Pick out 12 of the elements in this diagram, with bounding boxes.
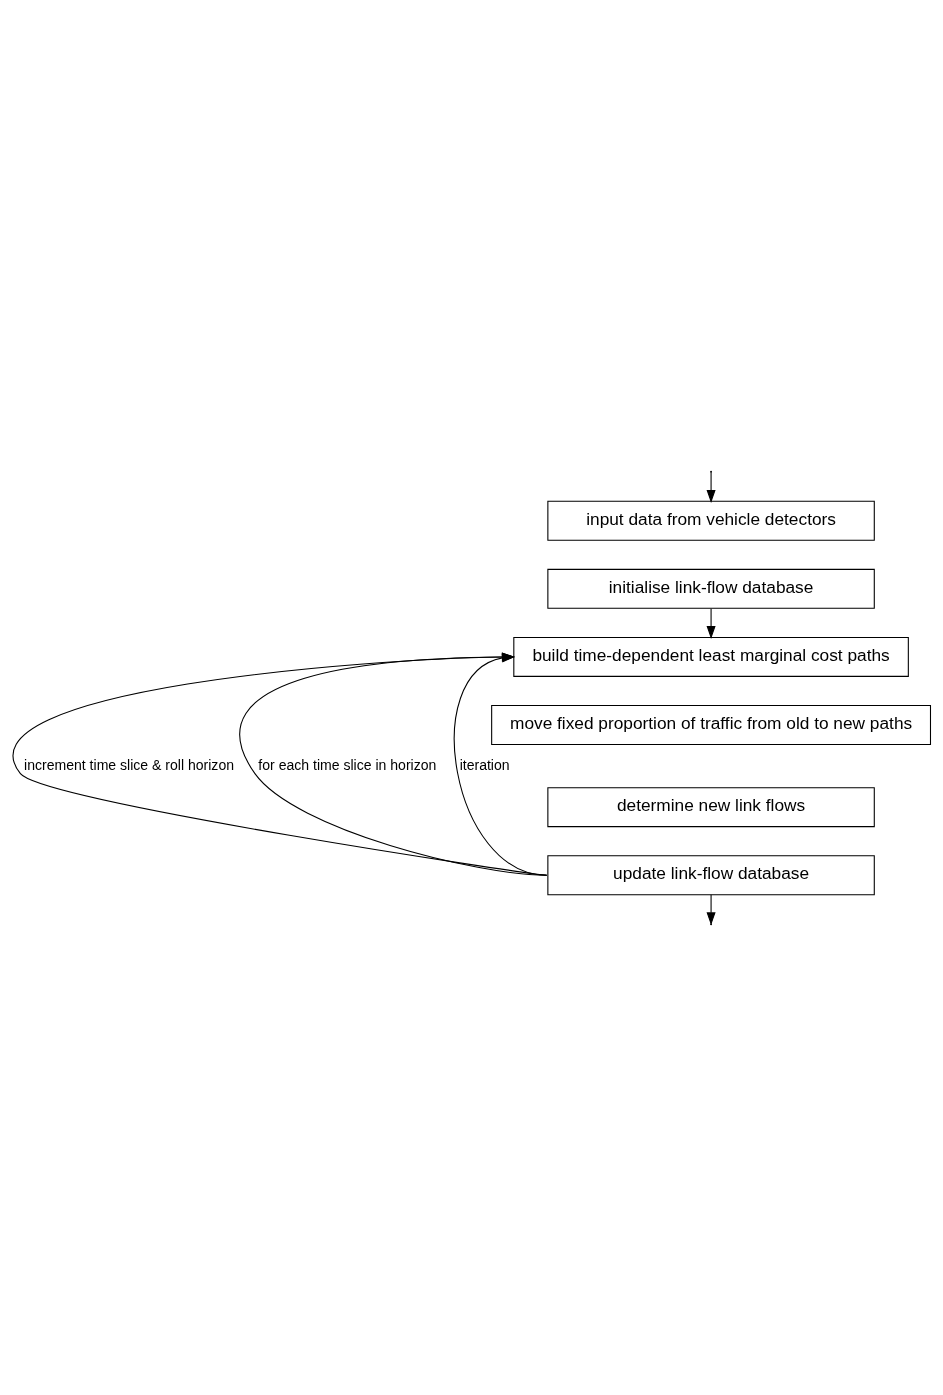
node-box: build time-dependent least marginal cost paths (513, 636, 909, 677)
node-box: determine new link flows (547, 786, 875, 827)
arrow (706, 607, 716, 639)
edge-label: for each time slice in horizon (258, 756, 437, 773)
edge-label: increment time slice & roll horizon (24, 756, 235, 773)
node-box: input data from vehicle detectors (547, 500, 875, 541)
node-box: move fixed proportion of traffic from old to new paths (491, 704, 932, 745)
arrow (706, 893, 716, 925)
arrow (706, 471, 716, 503)
edge-label: iteration (459, 756, 510, 773)
node-box: update link-flow database (547, 854, 875, 895)
node-box: initialise link-flow database (547, 568, 875, 609)
